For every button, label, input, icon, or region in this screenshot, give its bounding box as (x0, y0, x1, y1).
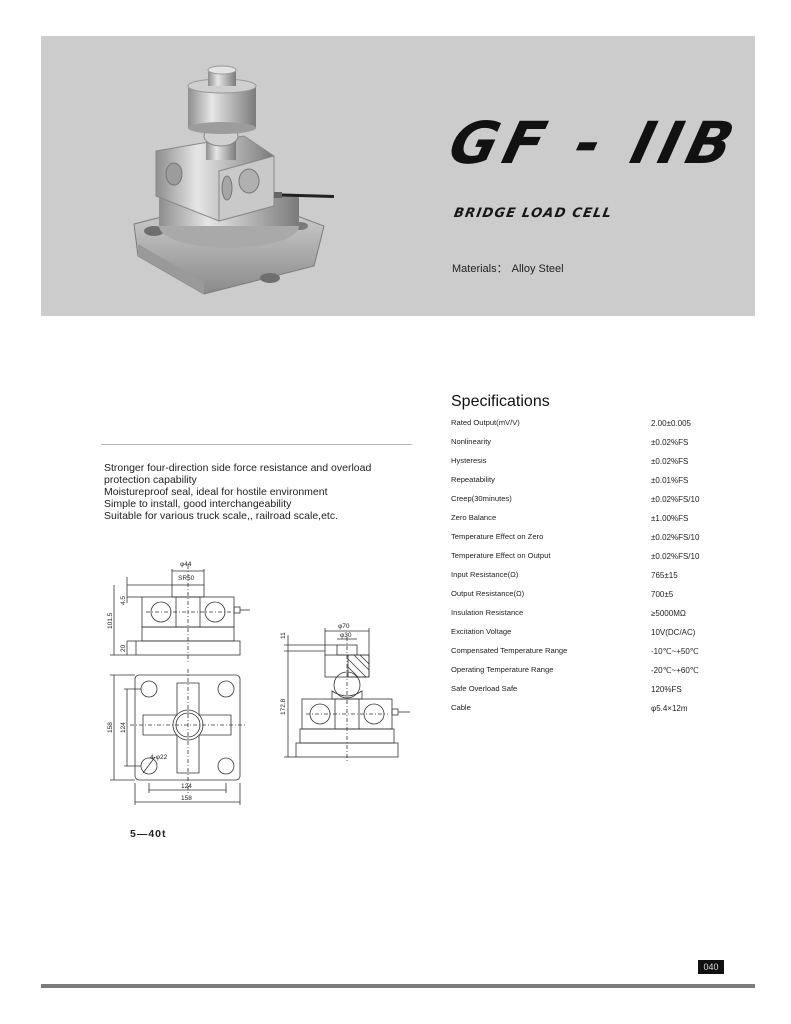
spec-row: Creep(30minutes) ±0.02%FS/10 (451, 492, 751, 511)
spec-label: Repeatability (451, 475, 495, 484)
spec-label: Excitation Voltage (451, 627, 512, 636)
spec-row: Hysteresis ±0.02%FS (451, 454, 751, 473)
spec-value: ±0.01%FS (651, 476, 689, 485)
load-cell-photo (133, 65, 334, 295)
spec-row: Safe Overload Safe 120%FS (451, 682, 751, 701)
materials-line: Materials：Alloy Steel (452, 260, 564, 276)
product-type: BRIDGE LOAD CELL (452, 206, 614, 221)
dim-sphere: SR50 (178, 575, 195, 582)
spec-label: Output Resistance(Ω) (451, 589, 525, 598)
spec-value: ±0.02%FS (651, 438, 689, 447)
feature-item: Moistureproof seal, ideal for hostile en… (104, 486, 328, 498)
dim-top-gap: 11 (280, 632, 287, 639)
spec-value: 2.00±0.005 (651, 419, 691, 428)
spec-label: Creep(30minutes) (451, 494, 512, 503)
spec-value: 700±5 (651, 590, 674, 599)
top-view-drawing: 158 124 4-φ22 124 158 (107, 669, 246, 805)
dim-total-height: 172.8 (280, 698, 287, 715)
spec-label: Safe Overload Safe (451, 684, 518, 693)
spec-row: Excitation Voltage 10V(DC/AC) (451, 625, 751, 644)
spec-value: 10V(DC/AC) (651, 628, 696, 637)
spec-row: Output Resistance(Ω) 700±5 (451, 587, 751, 606)
specifications-table: Rated Output(mV/V) 2.00±0.005 Nonlinearit… (451, 416, 751, 720)
dim-outer-height: 158 (107, 722, 114, 733)
spec-row: Input Resistance(Ω) 765±15 (451, 568, 751, 587)
spec-label: Cable (451, 703, 471, 712)
feature-list: Stronger four-direction side force resis… (104, 462, 414, 522)
spec-label: Zero Balance (451, 513, 497, 522)
feature-item: Stronger four-direction side force resis… (104, 462, 372, 486)
spec-value: 765±15 (651, 571, 678, 580)
dim-gap: 4.5 (120, 596, 127, 605)
dim-inner-width: 124 (181, 783, 192, 790)
spec-value: ±0.02%FS/10 (651, 552, 700, 561)
materials-value: Alloy Steel (511, 263, 564, 275)
spec-label: Nonlinearity (451, 437, 492, 446)
dim-inner-height: 124 (120, 722, 127, 733)
spec-value: -10℃~+50℃ (651, 647, 699, 656)
spec-value: -20℃~+60℃ (651, 666, 699, 675)
dim-height: 101.5 (107, 612, 114, 629)
spec-label: Temperature Effect on Output (451, 551, 551, 560)
spec-row: Compensated Temperature Range -10℃~+50℃ (451, 644, 751, 663)
spec-label: Temperature Effect on Zero (451, 532, 544, 541)
spec-value: ±0.02%FS/10 (651, 533, 700, 542)
model-title: GF - IIB (442, 109, 747, 177)
dim-base: 20 (120, 644, 127, 652)
dim-inner-dia: φ30 (340, 632, 352, 639)
spec-value: φ5.4×12m (651, 704, 688, 713)
spec-value: ±1.00%FS (651, 514, 689, 523)
section-divider (101, 444, 412, 445)
spec-label: Rated Output(mV/V) (451, 418, 520, 427)
dim-top-dia: φ44 (180, 561, 192, 568)
header-banner: GF - IIB BRIDGE LOAD CELL Materials：Allo… (41, 36, 755, 316)
materials-label: Materials： (452, 263, 508, 275)
spec-value: ≥5000MΩ (651, 609, 686, 618)
spec-value: ±0.02%FS (651, 457, 689, 466)
spec-row: Rated Output(mV/V) 2.00±0.005 (451, 416, 751, 435)
specifications-heading: Specifications (451, 393, 550, 410)
side-view-drawing: φ70 φ30 11 172.8 (280, 623, 410, 763)
footer-rule (41, 984, 755, 988)
dim-outer-width: 158 (181, 795, 192, 802)
spec-value: 120%FS (651, 685, 682, 694)
spec-row: Nonlinearity ±0.02%FS (451, 435, 751, 454)
spec-label: Compensated Temperature Range (451, 646, 568, 655)
spec-label: Insulation Resistance (451, 608, 524, 617)
spec-row: Cable φ5.4×12m (451, 701, 751, 720)
feature-item: Simple to install, good interchangeabili… (104, 498, 292, 510)
page-number: 040 (698, 960, 724, 974)
capacity-range: 5—40t (130, 828, 167, 840)
spec-label: Hysteresis (451, 456, 487, 465)
feature-item: Suitable for various truck scale,, railr… (104, 510, 339, 522)
spec-label: Input Resistance(Ω) (451, 570, 519, 579)
spec-label: Operating Temperature Range (451, 665, 554, 674)
spec-row: Temperature Effect on Output ±0.02%FS/10 (451, 549, 751, 568)
dim-holes: 4-φ22 (150, 754, 168, 761)
spec-value: ±0.02%FS/10 (651, 495, 700, 504)
spec-row: Zero Balance ±1.00%FS (451, 511, 751, 530)
spec-row: Repeatability ±0.01%FS (451, 473, 751, 492)
spec-row: Operating Temperature Range -20℃~+60℃ (451, 663, 751, 682)
dim-outer-dia: φ70 (338, 623, 350, 630)
spec-row: Temperature Effect on Zero ±0.02%FS/10 (451, 530, 751, 549)
spec-row: Insulation Resistance ≥5000MΩ (451, 606, 751, 625)
front-view-drawing: φ44 SR50 4.5 101.5 20 (107, 561, 250, 663)
